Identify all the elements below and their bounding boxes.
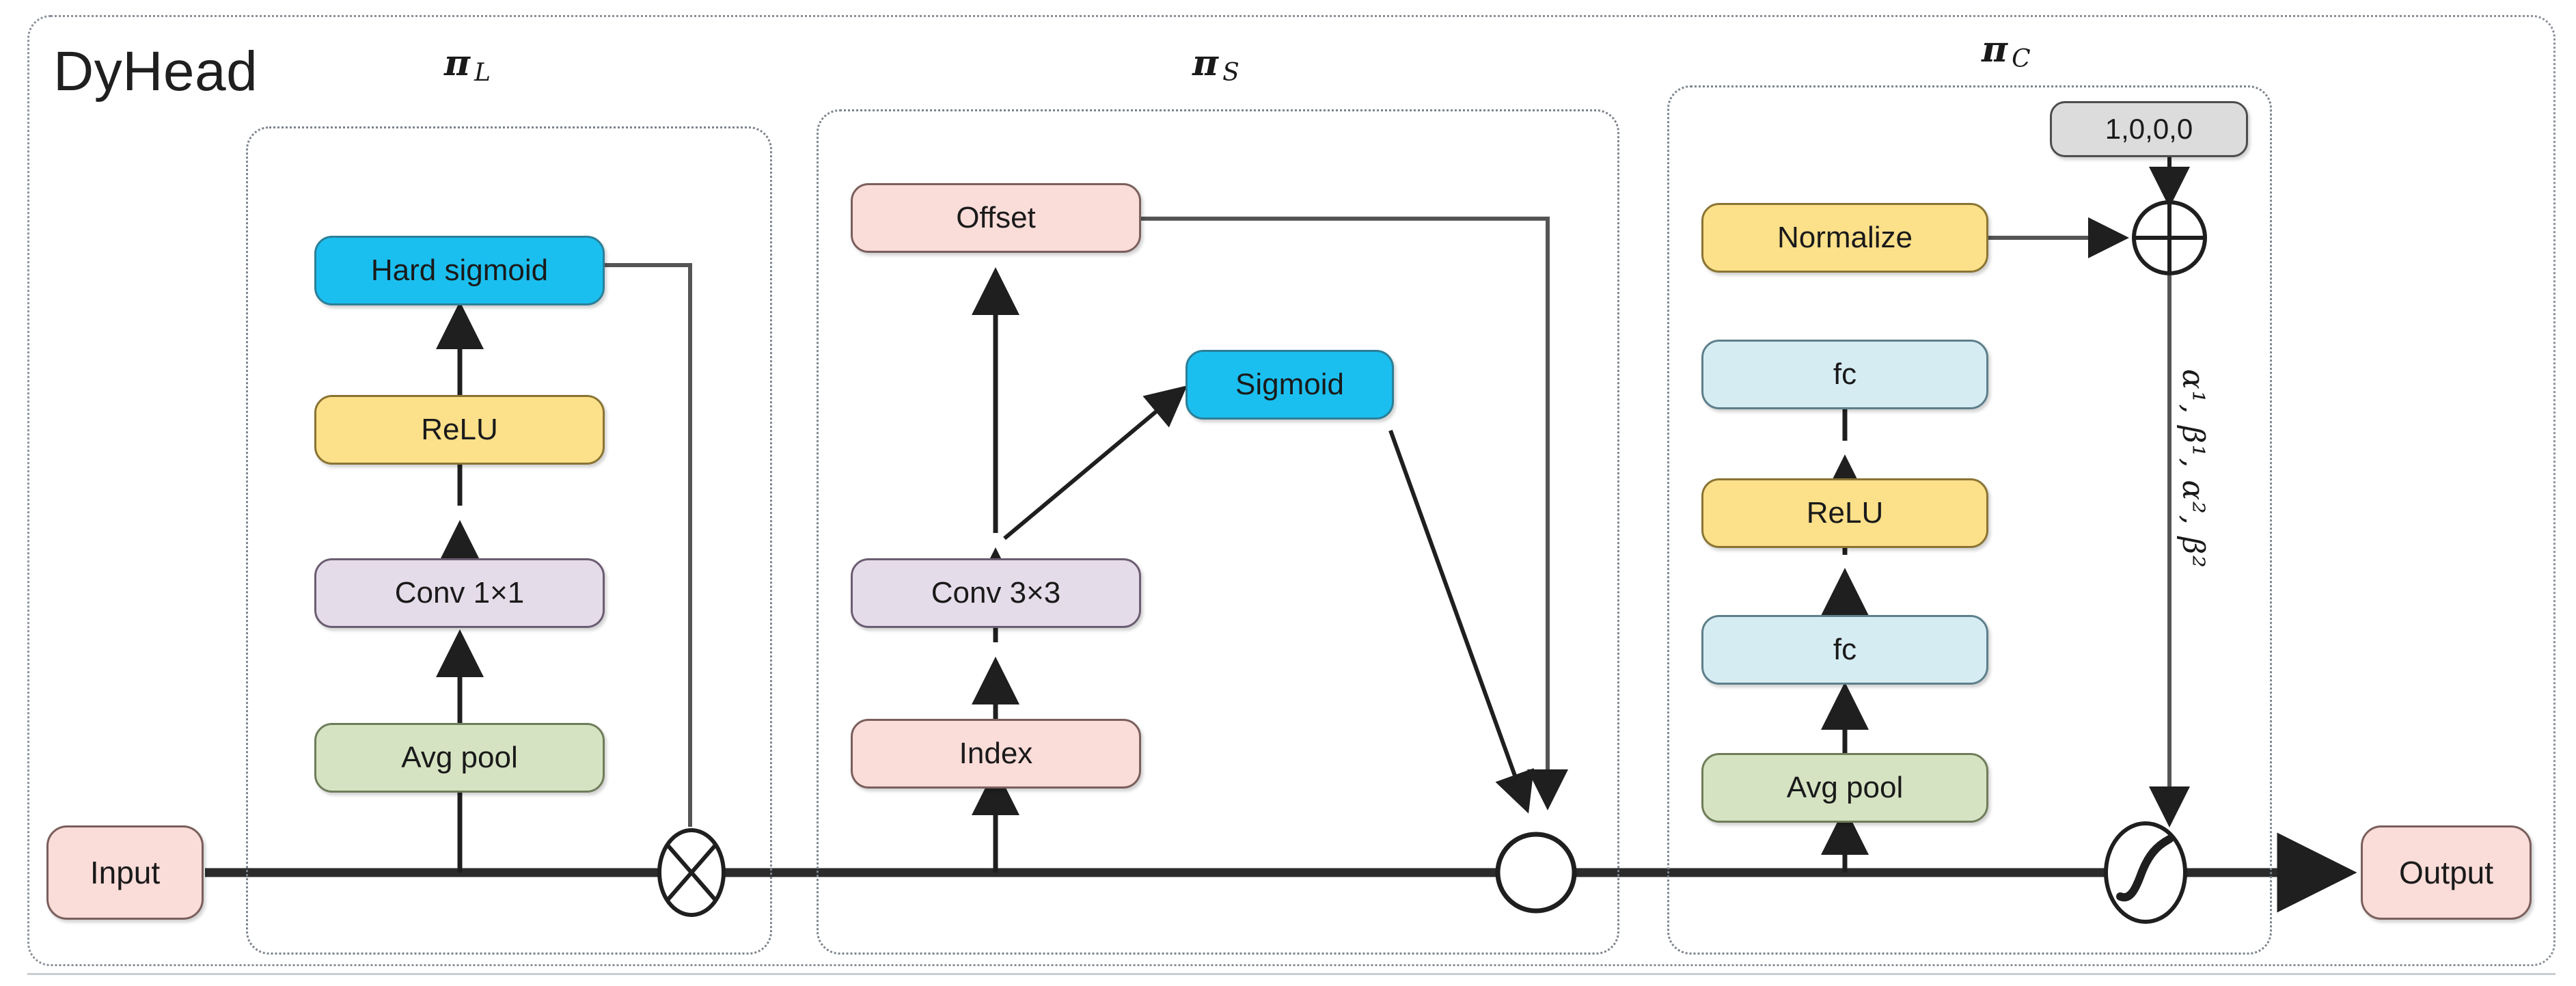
pi-l-node-relu[interactable]: ReLU [314, 395, 605, 465]
output-label: Output [2398, 855, 2494, 890]
pi-c-node-fc-1[interactable]: fc [1701, 615, 1988, 685]
init-vector-node[interactable]: 1,0,0,0 [2050, 101, 2248, 157]
pi-s-node-sigmoid[interactable]: Sigmoid [1186, 350, 1394, 420]
node-label: Conv 1×1 [394, 576, 525, 610]
node-label: Normalize [1777, 221, 1913, 254]
node-label: Offset [956, 201, 1036, 234]
pi-l-node-conv1x1[interactable]: Conv 1×1 [314, 558, 605, 628]
figure-title: DyHead [53, 40, 258, 102]
pi-subscript: C [2012, 45, 2031, 73]
node-label: Sigmoid [1235, 368, 1344, 401]
pi-c-node-avg-pool[interactable]: Avg pool [1701, 753, 1988, 823]
pi-s-node-index[interactable]: Index [851, 719, 1141, 789]
add-node [2132, 200, 2207, 275]
greek-params-label: α¹, β¹, α², β² [2176, 369, 2210, 569]
node-label: fc [1833, 357, 1857, 391]
node-label: ReLU [1806, 496, 1884, 530]
pi-c-node-fc-2[interactable]: fc [1701, 340, 1988, 409]
pi-l-node-hard-sigmoid[interactable]: Hard sigmoid [314, 236, 605, 305]
pi-c-node-normalize[interactable]: Normalize [1701, 203, 1988, 273]
node-label: ReLU [421, 413, 498, 446]
pi-subscript: S [1222, 59, 1239, 87]
activation-node [2104, 821, 2187, 924]
merge-node [1495, 832, 1577, 914]
node-label: fc [1833, 633, 1857, 666]
node-label: Conv 3×3 [931, 576, 1061, 610]
pi-symbol: π [1192, 42, 1219, 84]
pi-s-node-conv3x3[interactable]: Conv 3×3 [851, 558, 1141, 628]
pi-c-node-relu[interactable]: ReLU [1701, 478, 1988, 548]
pi-l-node-avg-pool[interactable]: Avg pool [314, 723, 605, 793]
pi-s-node-offset[interactable]: Offset [851, 183, 1141, 253]
init-vector-label: 1,0,0,0 [2105, 113, 2193, 145]
input-node[interactable]: Input [46, 825, 204, 920]
multiply-node [657, 828, 726, 917]
output-node[interactable]: Output [2361, 825, 2532, 920]
input-label: Input [90, 855, 161, 890]
pi-subscript: L [474, 59, 491, 87]
figure-baseline-rule [27, 973, 2556, 975]
node-label: Index [959, 737, 1033, 770]
node-label: Hard sigmoid [370, 254, 549, 287]
node-label: Avg pool [1786, 771, 1904, 804]
node-label: Avg pool [401, 741, 518, 774]
dyhead-outer-frame [27, 15, 2556, 966]
pi-symbol: π [1982, 29, 2008, 70]
pi-symbol: π [444, 42, 471, 84]
